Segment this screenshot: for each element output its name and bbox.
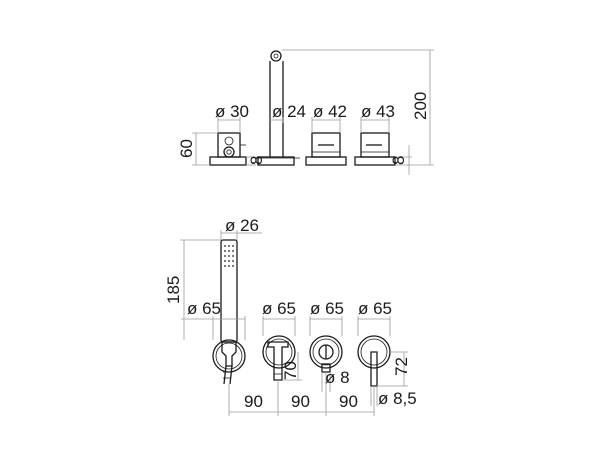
label-height-60: 60 [177, 139, 196, 158]
label-dia-43: ø 43 [361, 102, 395, 121]
label-small-8-holder: 8 [247, 156, 266, 165]
label-dia-24: ø 24 [272, 102, 306, 121]
label-dia-8: ø 8 [325, 368, 350, 387]
label-height-70: 70 [281, 361, 300, 380]
handshower-spray-dots [224, 245, 234, 267]
label-spacing-90-b: 90 [291, 392, 310, 411]
handshower-front [212, 239, 246, 385]
label-spacing-90-a: 90 [244, 392, 263, 411]
diverter-front [309, 335, 343, 373]
label-dia-30: ø 30 [215, 102, 249, 121]
top-elevation: ø 30 ø 24 ø 42 ø 43 60 200 8 8 [177, 49, 434, 175]
bottom-front-view: ø 26 185 ø 65 ø 65 ø 65 ø 65 70 72 ø 8 ø… [164, 216, 417, 416]
label-height-72: 72 [392, 357, 411, 376]
label-dia-42: ø 42 [313, 102, 347, 121]
label-dia-26: ø 26 [225, 216, 259, 235]
label-small-8-diverter: 8 [389, 156, 408, 165]
spout-side-view [257, 50, 295, 166]
label-dia-65-b: ø 65 [262, 299, 296, 318]
diverter-body-43 [354, 132, 396, 166]
label-dia-8-5: ø 8,5 [378, 389, 417, 408]
label-dia-65-c: ø 65 [310, 299, 344, 318]
label-spacing-90-c: 90 [339, 392, 358, 411]
label-dia-65-a: ø 65 [187, 299, 221, 318]
label-height-185: 185 [164, 276, 183, 304]
top-dimensions [192, 49, 434, 175]
bottom-dimensions [180, 230, 408, 416]
label-height-200: 200 [411, 92, 430, 120]
handshower-holder [209, 132, 247, 166]
mixer-front [357, 335, 391, 387]
label-dia-65-d: ø 65 [358, 299, 392, 318]
mixer-body-42 [305, 132, 347, 166]
